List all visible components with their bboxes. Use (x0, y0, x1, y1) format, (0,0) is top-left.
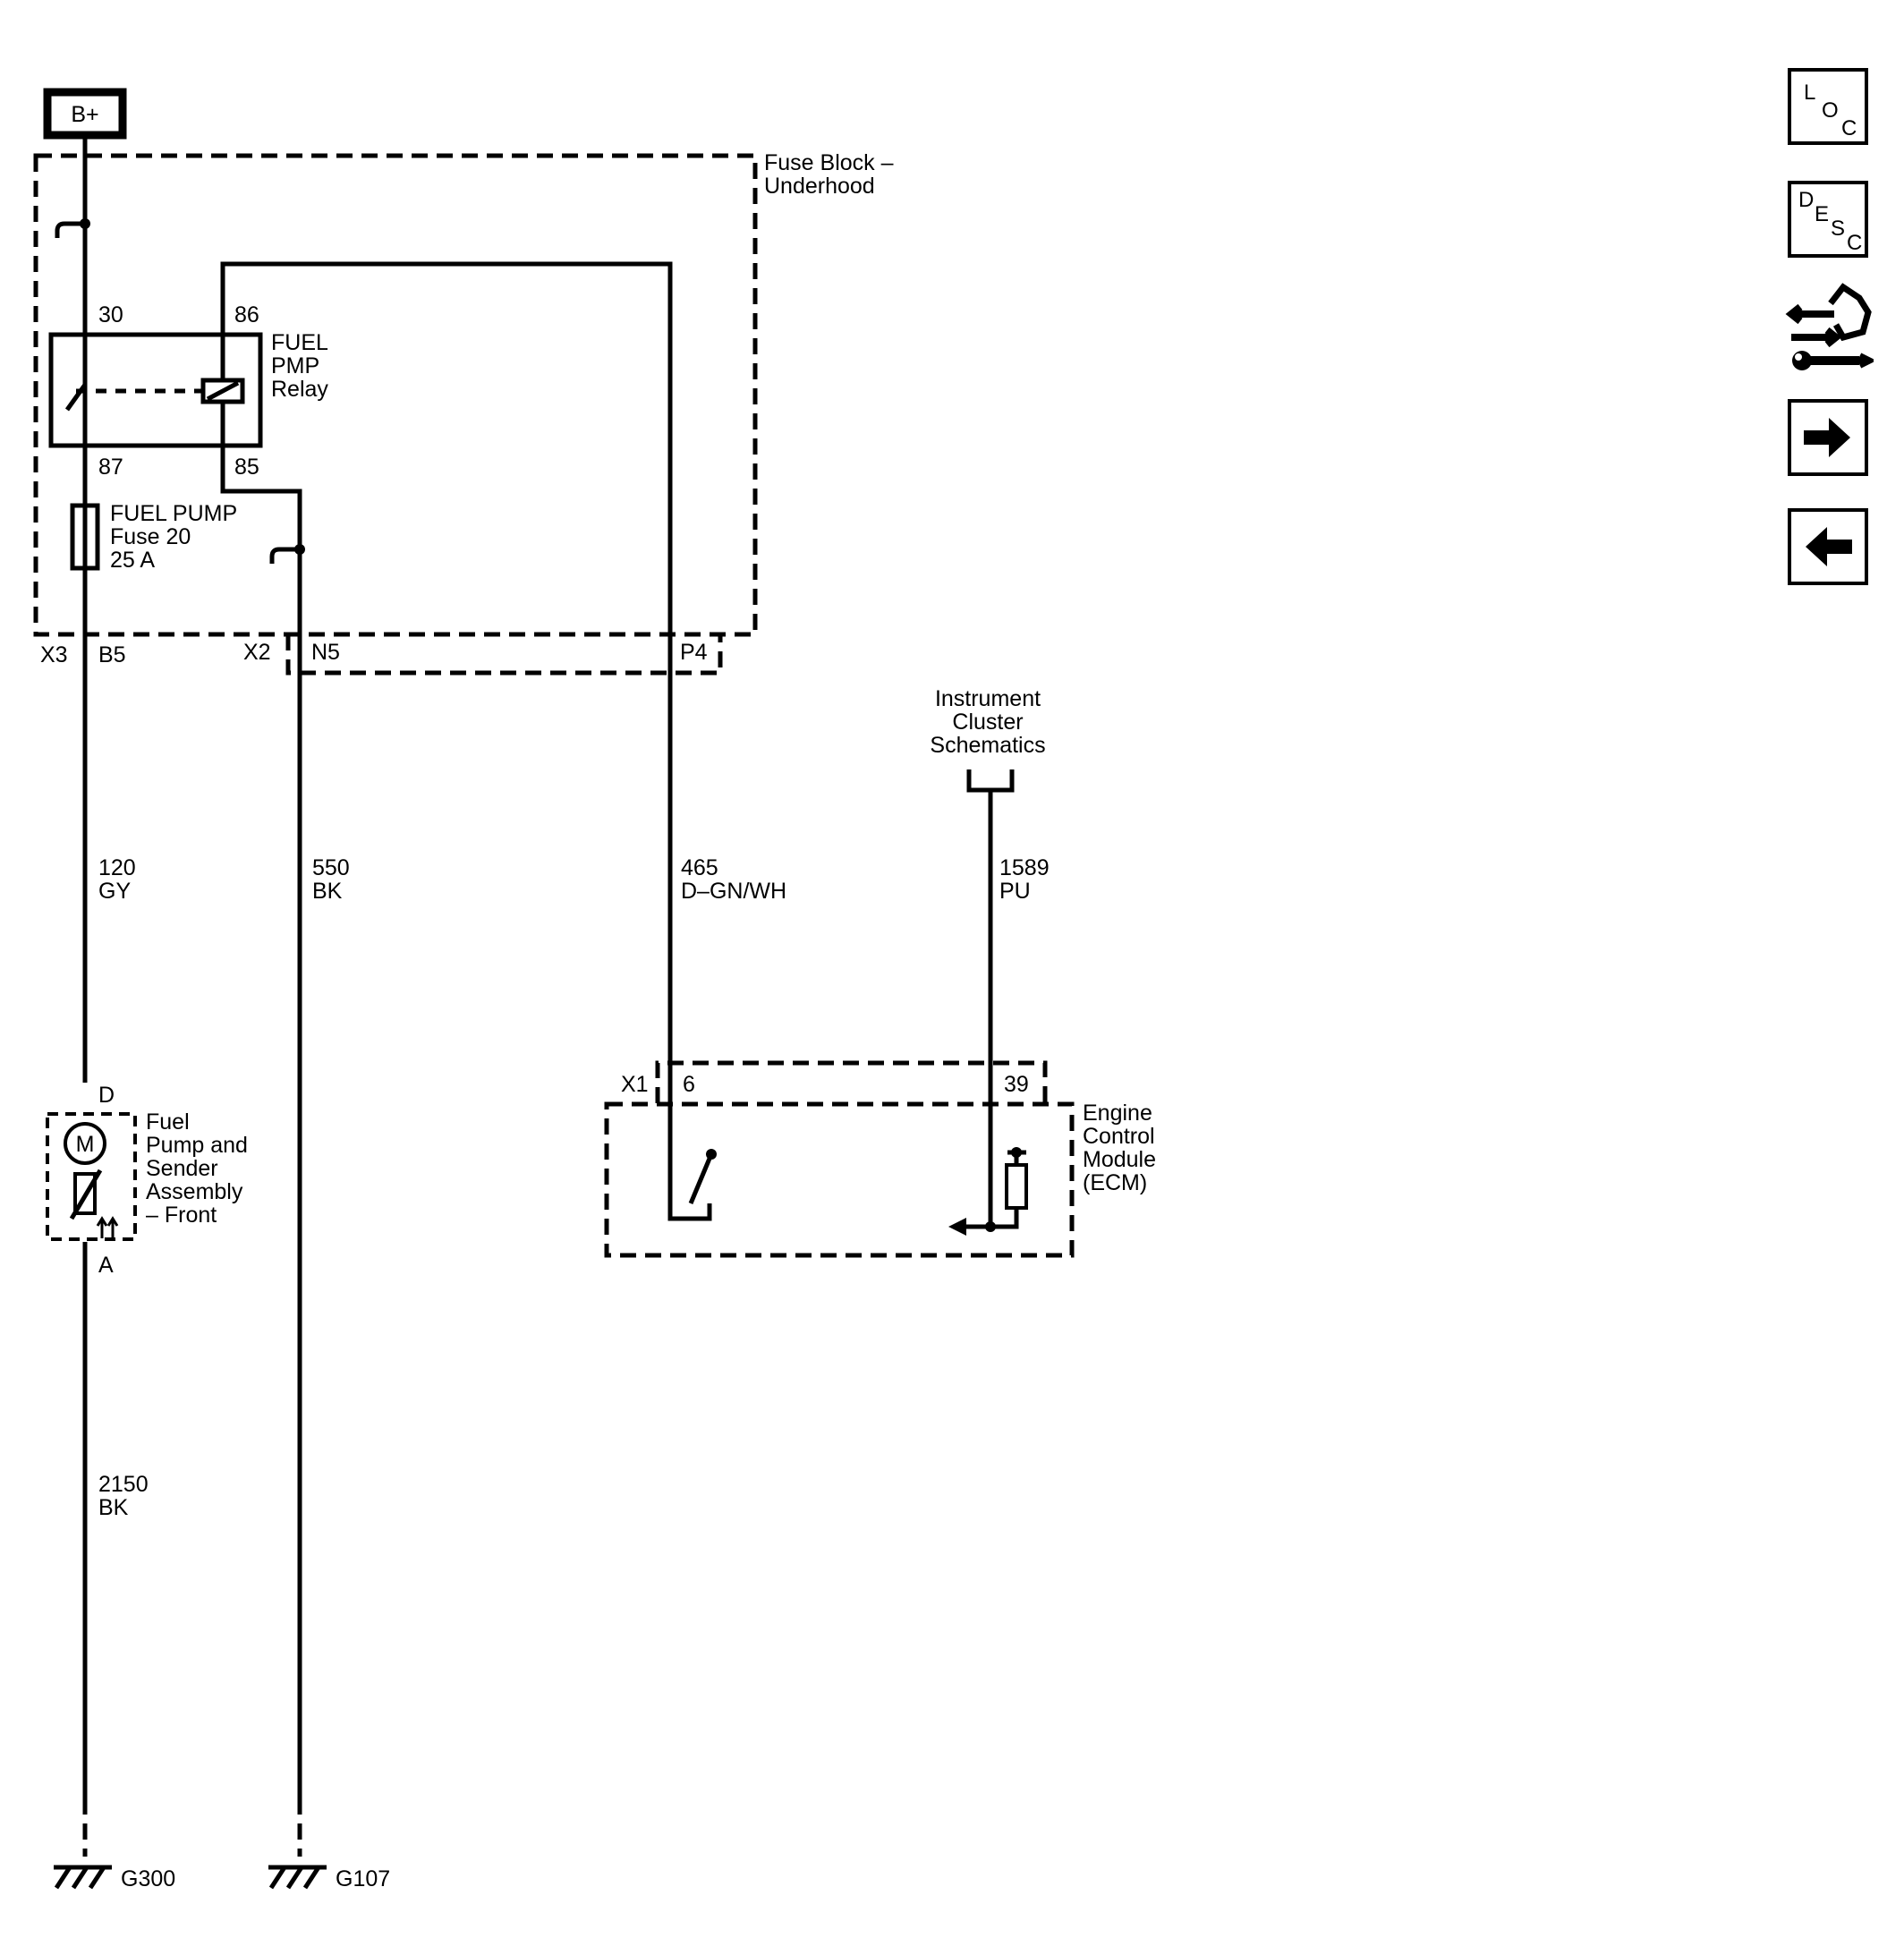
wire-2150-color: BK (98, 1495, 129, 1520)
relay-coil-slash (206, 380, 240, 402)
description-button[interactable]: D E S C (1788, 181, 1868, 258)
description-letter-4: C (1847, 231, 1863, 255)
location-letter-1: L (1804, 81, 1816, 105)
wire-1589-color: PU (999, 879, 1031, 904)
ecm-reference-dot (1011, 1147, 1022, 1158)
battery-positive-terminal: B+ (43, 88, 127, 140)
relay-label-2: PMP (271, 353, 319, 378)
fuel-pump-label-4: Assembly (146, 1179, 243, 1204)
fuel-pump-label-5: – Front (146, 1203, 217, 1228)
location-letter-2: O (1822, 98, 1839, 123)
connector-x2-label: X2 (243, 640, 271, 665)
wire-550-bk (220, 402, 302, 1798)
fuel-pump-label-3: Sender (146, 1156, 218, 1181)
fuel-pump-pin-d: D (98, 1083, 115, 1108)
instrument-cluster-label-2: Cluster (952, 710, 1023, 735)
fuel-pump-assembly-outline (46, 1112, 137, 1241)
ground-g300: G300 (54, 1865, 175, 1891)
relay-label-3: Relay (271, 377, 328, 402)
relay-pin-86: 86 (234, 302, 259, 327)
connector-x1-label: X1 (621, 1072, 649, 1097)
ecm-label-4: (ECM) (1083, 1170, 1147, 1195)
ground-g300-label: G300 (121, 1866, 175, 1891)
ecm-label-2: Control (1083, 1124, 1155, 1149)
ecm-driver-contact (706, 1149, 717, 1160)
description-letter-1: D (1798, 188, 1815, 212)
next-page-button[interactable] (1788, 399, 1868, 476)
wire-120-color: GY (98, 879, 131, 904)
ecm-outline (604, 1101, 1075, 1258)
ecm-input-arrow (948, 1218, 966, 1236)
instrument-cluster-label-3: Schematics (930, 733, 1045, 758)
ground-g107-label: G107 (336, 1866, 390, 1891)
ecm-driver-switch (688, 1153, 714, 1204)
sensor-arrows-icon (96, 1216, 119, 1238)
fuel-pump-relay-box (48, 332, 263, 448)
splice-dot-b-plus (80, 218, 90, 229)
fuse-label-3: 25 A (110, 548, 155, 573)
fuel-pump-pin-a: A (98, 1253, 114, 1278)
fuel-pump-motor (64, 1122, 106, 1165)
splice-hook-85 (269, 547, 300, 564)
splice-hook-b-plus (55, 221, 85, 238)
wire-550-circuit: 550 (312, 855, 350, 880)
fuel-pump-label-1: Fuel (146, 1109, 190, 1135)
wire-2150-circuit: 2150 (98, 1472, 149, 1497)
ecm-label-3: Module (1083, 1147, 1156, 1172)
battery-label: B+ (71, 102, 98, 127)
connector-b5-label: B5 (98, 642, 126, 667)
wire-1589-circuit: 1589 (999, 855, 1050, 880)
connector-x3-label: X3 (40, 642, 68, 667)
connector-x1-outline (655, 1060, 1048, 1103)
connector-tool-icon[interactable] (1784, 280, 1877, 378)
fuel-pump-motor-label: M (76, 1132, 95, 1157)
fuse-block-label-2: Underhood (764, 174, 875, 199)
ecm-pullup-resistor (1005, 1163, 1028, 1210)
fuse-block-outline (33, 153, 758, 637)
relay-pin-85: 85 (234, 455, 259, 480)
fuel-level-sensor-slash (69, 1169, 103, 1220)
wire-465-coil-control (220, 261, 673, 1217)
connector-n5-label: N5 (311, 640, 340, 665)
ground-g107: G107 (268, 1865, 390, 1891)
instrument-cluster-connector (966, 769, 1015, 793)
relay-label-1: FUEL (271, 330, 328, 355)
arrow-left-icon (1806, 527, 1852, 566)
wire-120-circuit: 120 (98, 855, 136, 880)
ecm-driver-return (667, 1203, 712, 1221)
previous-page-button[interactable] (1788, 508, 1868, 585)
fuse-block-label-1: Fuse Block – (764, 150, 894, 175)
relay-switch-contact (64, 383, 88, 412)
wire-465-circuit: 465 (681, 855, 718, 880)
wire-465-color: D–GN/WH (681, 879, 786, 904)
connector-p4-label: P4 (680, 640, 708, 665)
wire-550-color: BK (312, 879, 343, 904)
fuel-pump-label-2: Pump and (146, 1133, 248, 1158)
ecm-label-1: Engine (1083, 1101, 1152, 1126)
ecm-input-splice (985, 1221, 996, 1232)
relay-pin-30: 30 (98, 302, 123, 327)
location-letter-3: C (1841, 116, 1857, 140)
connector-x2-outline (285, 634, 723, 676)
connector-pin-6: 6 (683, 1072, 695, 1097)
description-letter-2: E (1815, 202, 1830, 226)
splice-dot-85 (294, 544, 305, 555)
description-letter-3: S (1831, 217, 1846, 241)
fuse-label-1: FUEL PUMP (110, 501, 237, 526)
relay-pin-87: 87 (98, 455, 123, 480)
instrument-cluster-label-1: Instrument (935, 686, 1041, 711)
connector-pin-39: 39 (1004, 1072, 1029, 1097)
location-button[interactable]: L O C (1788, 68, 1868, 145)
fuse-label-2: Fuse 20 (110, 524, 191, 549)
arrow-right-icon (1804, 418, 1850, 457)
